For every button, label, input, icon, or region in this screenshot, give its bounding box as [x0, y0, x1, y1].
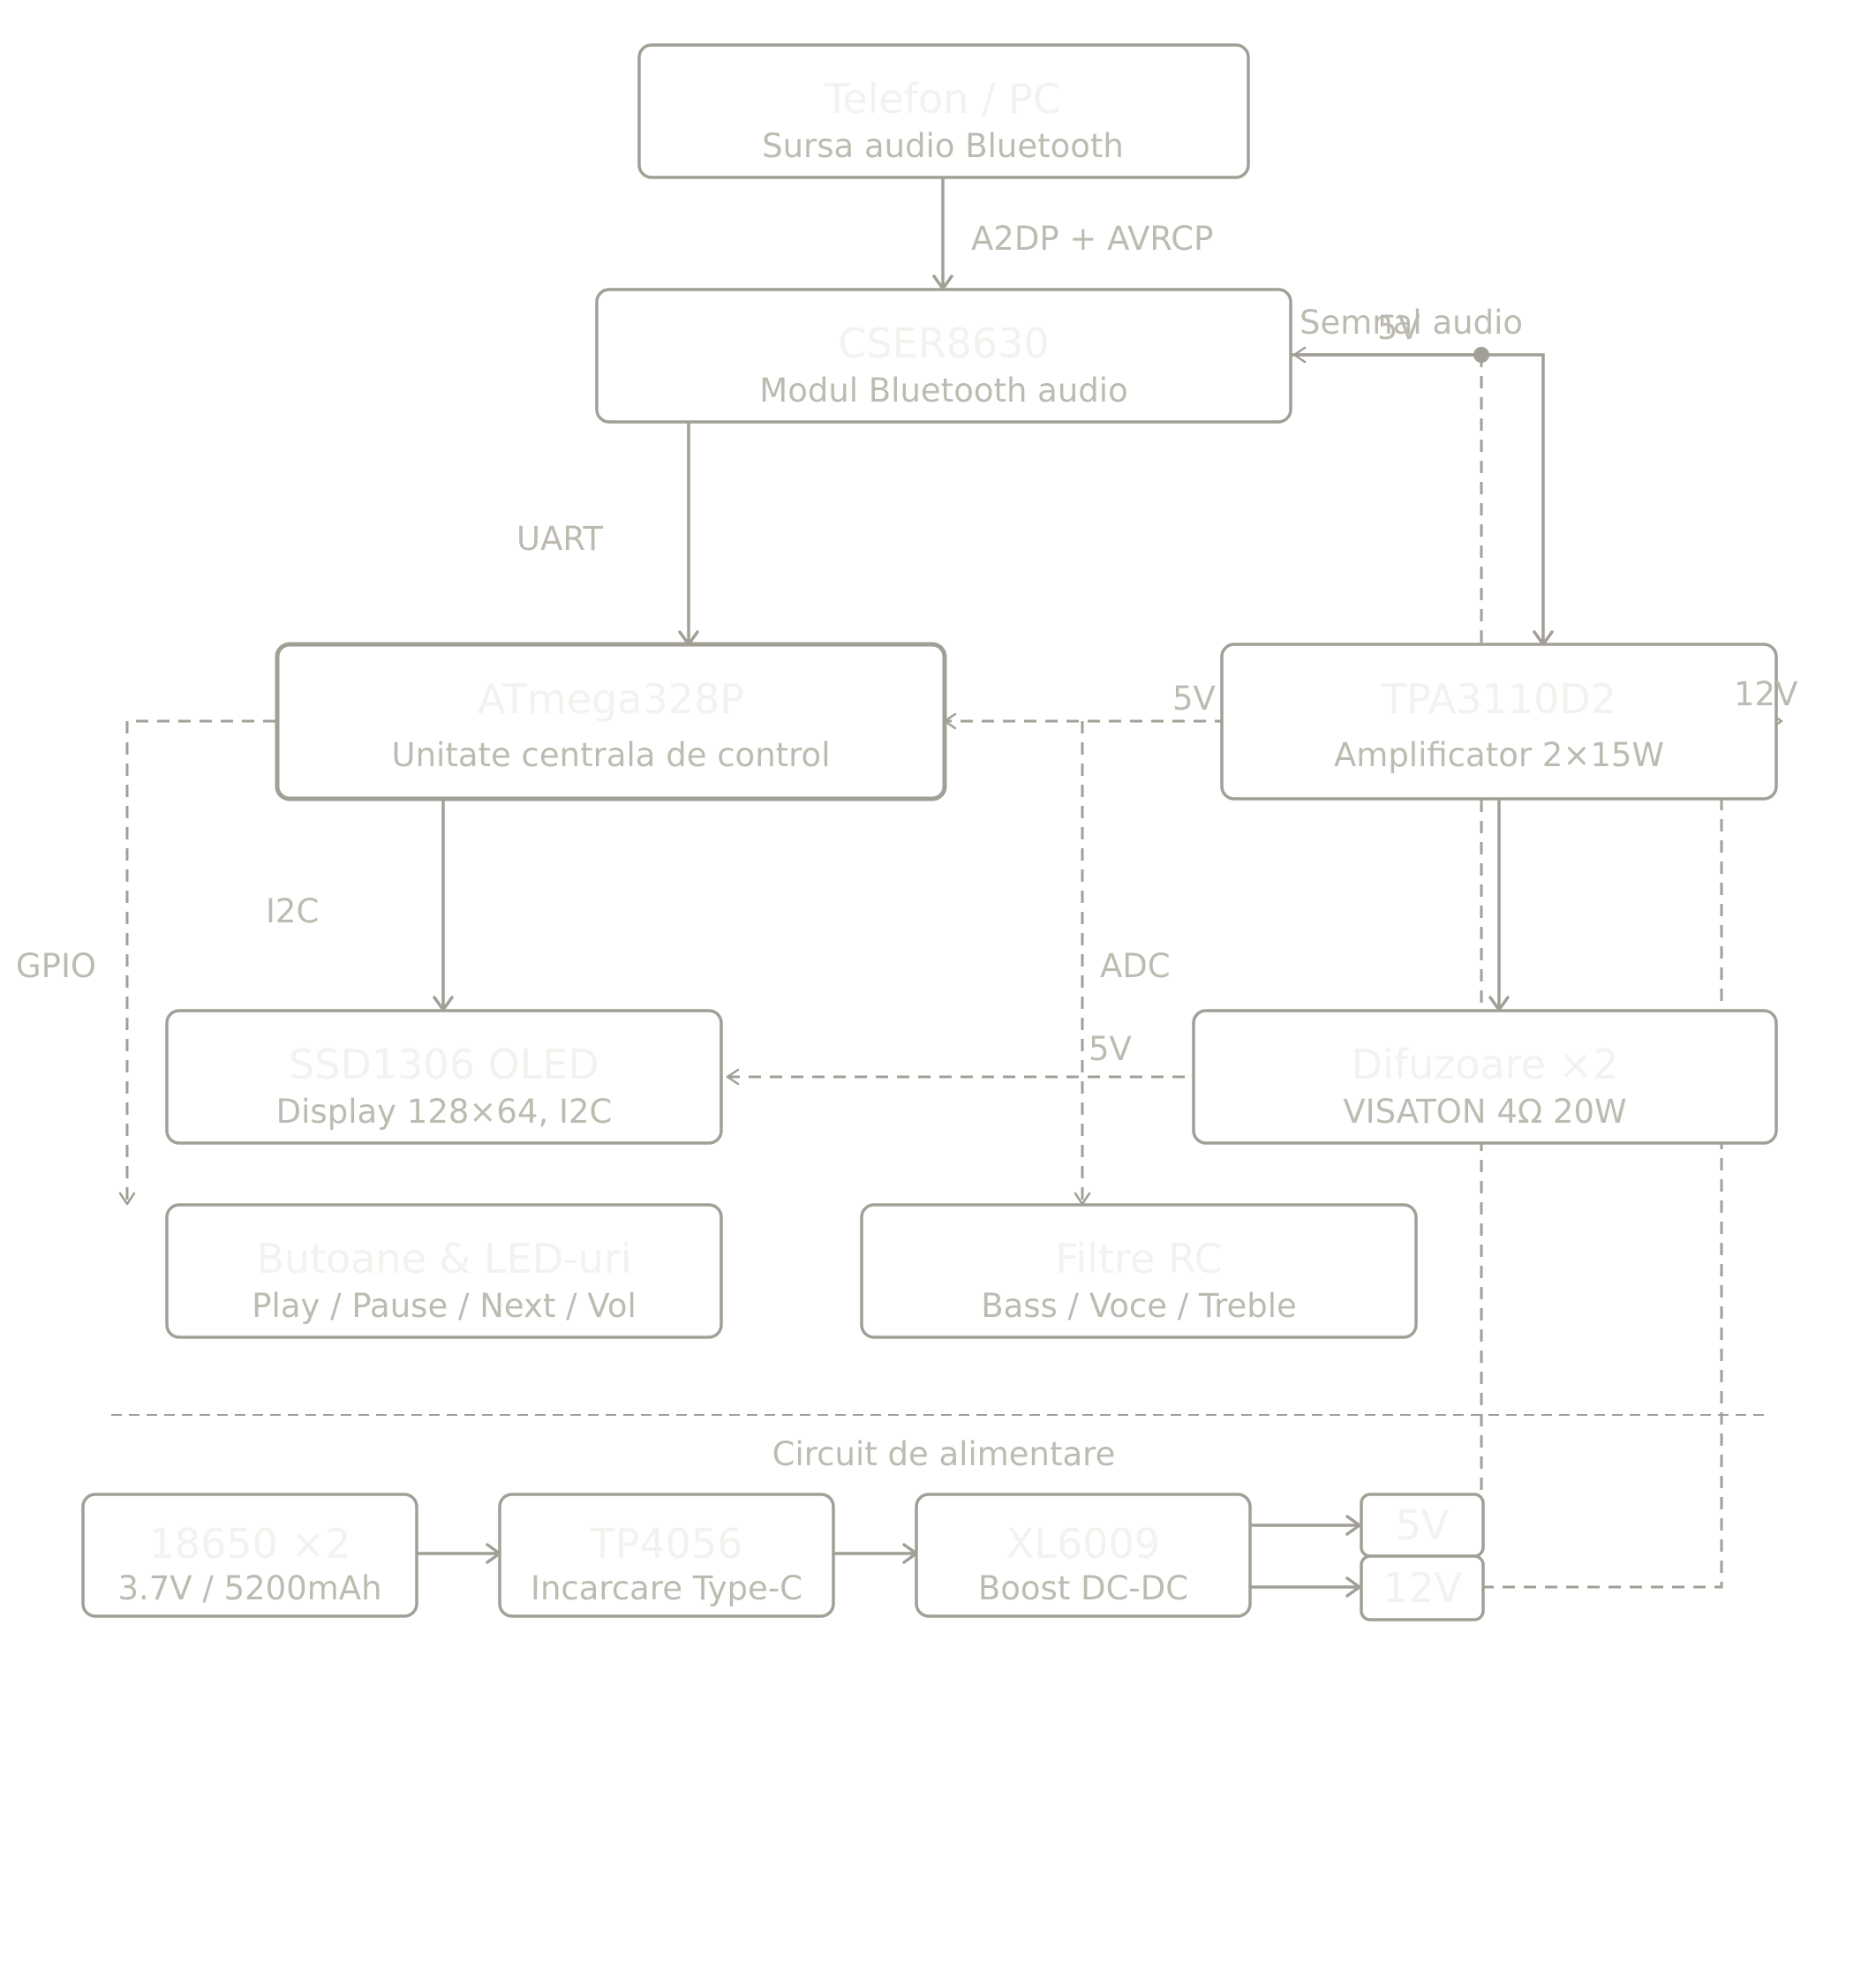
edge-labels: A2DP + AVRCP Semnal audio 5V UART 5V 12V…: [16, 220, 1797, 1473]
node-title: 12V: [1383, 1564, 1463, 1612]
label-gpio: GPIO: [16, 947, 96, 985]
node-subtitle: Bass / Voce / Treble: [981, 1287, 1297, 1325]
node-battery: 18650 ×2 3.7V / 5200mAh: [81, 1493, 418, 1618]
node-subtitle: Boost DC-DC: [978, 1569, 1188, 1607]
node-title: Difuzoare ×2: [1352, 1041, 1619, 1088]
label-semnal-audio: Semnal audio: [1300, 304, 1523, 342]
junction-dot: [1473, 347, 1489, 363]
node-subtitle: Amplificator 2×15W: [1334, 736, 1664, 774]
node-phone: Telefon / PC Sursa audio Bluetooth: [637, 43, 1250, 179]
node-buttons: Butoane & LED-uri Play / Pause / Next / …: [165, 1203, 723, 1339]
node-subtitle: 3.7V / 5200mAh: [117, 1569, 381, 1607]
node-title: Butoane & LED-uri: [256, 1235, 631, 1283]
label-oled-5v: 5V: [1089, 1030, 1132, 1068]
node-title: 5V: [1396, 1501, 1450, 1549]
node-title: TP4056: [590, 1520, 743, 1568]
label-amp-12v: 12V: [1734, 675, 1797, 713]
label-adc: ADC: [1100, 947, 1171, 985]
node-title: CSER8630: [838, 320, 1049, 367]
node-amp: TPA3110D2 Amplificator 2×15W: [1220, 643, 1778, 801]
node-subtitle: Sursa audio Bluetooth: [762, 127, 1124, 165]
label-bt-5v: 5V: [1377, 309, 1420, 347]
link-mcu-buttons: [125, 719, 275, 1202]
label-power-section: Circuit de alimentare: [772, 1435, 1116, 1473]
node-subtitle: Modul Bluetooth audio: [759, 372, 1127, 410]
bus-12v: [1481, 721, 1723, 1589]
node-filters: Filtre RC Bass / Voce / Treble: [860, 1203, 1418, 1339]
label-i2c: I2C: [266, 892, 319, 930]
label-uart: UART: [516, 520, 603, 558]
node-subtitle: Play / Pause / Next / Vol: [252, 1287, 637, 1325]
node-title: SSD1306 OLED: [289, 1041, 599, 1088]
node-subtitle: Incarcare Type-C: [531, 1569, 802, 1607]
node-title: Telefon / PC: [824, 75, 1061, 123]
node-rail-5v: 5V: [1360, 1493, 1485, 1558]
node-charger: TP4056 Incarcare Type-C: [498, 1493, 835, 1618]
node-boost: XL6009 Boost DC-DC: [915, 1493, 1252, 1618]
link-bt-amp: [1291, 353, 1545, 643]
label-a2dp: A2DP + AVRCP: [971, 220, 1213, 258]
node-mcu: ATmega328P Unitate centrala de control: [275, 642, 947, 801]
node-title: XL6009: [1006, 1520, 1160, 1568]
node-subtitle: Unitate centrala de control: [392, 736, 831, 774]
node-subtitle: Display 128×64, I2C: [276, 1093, 613, 1131]
node-title: ATmega328P: [478, 675, 744, 723]
node-rail-12v: 12V: [1360, 1554, 1485, 1621]
node-subtitle: VISATON 4Ω 20W: [1343, 1093, 1626, 1131]
node-speakers: Difuzoare ×2 VISATON 4Ω 20W: [1192, 1009, 1778, 1145]
node-title: 18650 ×2: [149, 1520, 351, 1568]
label-mcu-5v: 5V: [1172, 680, 1216, 718]
node-oled: SSD1306 OLED Display 128×64, I2C: [165, 1009, 723, 1145]
node-title: Filtre RC: [1055, 1235, 1222, 1283]
node-title: TPA3110D2: [1381, 675, 1616, 723]
node-bt: CSER8630 Modul Bluetooth audio: [595, 288, 1292, 424]
